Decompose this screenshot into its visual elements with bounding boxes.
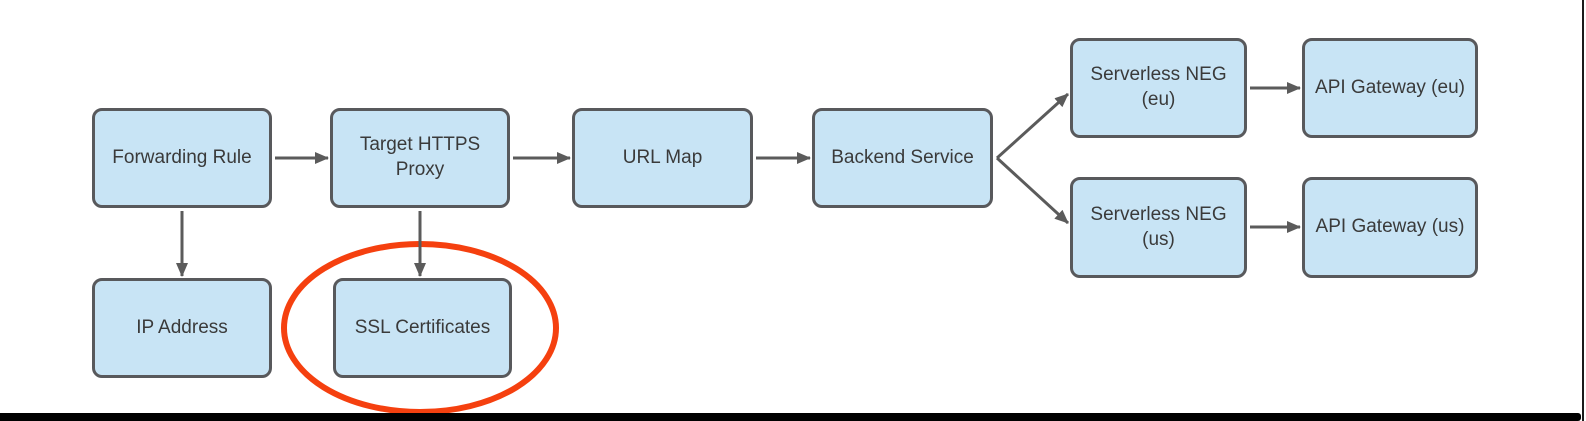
node-label: URL Map bbox=[622, 146, 703, 168]
node-url-map: URL Map bbox=[572, 108, 753, 208]
node-ip-address: IP Address bbox=[92, 278, 272, 378]
bottom-edge-bar bbox=[0, 413, 1581, 421]
node-target-https-proxy: Target HTTPS Proxy bbox=[330, 108, 510, 208]
node-label: SSL Certificates bbox=[354, 316, 491, 338]
node-serverless-neg-eu: Serverless NEG (eu) bbox=[1070, 38, 1247, 138]
right-edge-line bbox=[1582, 0, 1584, 421]
node-label: IP Address bbox=[136, 316, 228, 338]
node-label: Serverless NEG (us) bbox=[1090, 203, 1227, 250]
edge-backend-service-to-serverless-neg-us bbox=[995, 156, 1070, 225]
node-forwarding-rule: Forwarding Rule bbox=[92, 108, 272, 208]
node-label: Backend Service bbox=[831, 146, 974, 168]
node-label: API Gateway (us) bbox=[1315, 216, 1465, 238]
node-backend-service: Backend Service bbox=[812, 108, 993, 208]
node-label: Serverless NEG (eu) bbox=[1090, 64, 1227, 110]
edge-backend-service-to-serverless-neg-eu bbox=[995, 92, 1070, 160]
node-ssl-certificates: SSL Certificates bbox=[333, 278, 512, 378]
node-label: API Gateway (eu) bbox=[1315, 76, 1465, 98]
node-label: Forwarding Rule bbox=[112, 146, 252, 168]
node-label: Target HTTPS Proxy bbox=[359, 134, 481, 180]
node-serverless-neg-us: Serverless NEG (us) bbox=[1070, 177, 1247, 278]
node-api-gateway-eu: API Gateway (eu) bbox=[1302, 38, 1478, 138]
node-api-gateway-us: API Gateway (us) bbox=[1302, 177, 1478, 278]
